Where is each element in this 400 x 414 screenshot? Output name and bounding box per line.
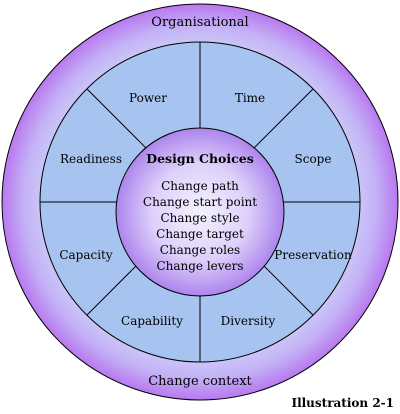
segment-divider — [263, 265, 314, 316]
segment-label-time: Time — [235, 91, 265, 105]
outer-ring-top-label: Organisational — [151, 15, 248, 30]
segment-divider — [86, 88, 147, 149]
center-item: Change style — [160, 211, 239, 225]
segment-label-preservation: Preservation — [274, 248, 352, 262]
segment-divider — [86, 265, 137, 316]
segment-label-power: Power — [129, 91, 167, 105]
segment-label-capability: Capability — [121, 314, 183, 328]
segment-label-capacity: Capacity — [59, 248, 113, 262]
segment-label-diversity: Diversity — [221, 314, 276, 328]
outer-ring-bottom-label: Change context — [148, 374, 252, 389]
segment-divider — [253, 88, 314, 149]
center-item: Change path — [161, 179, 239, 193]
center-title: Design Choices — [146, 151, 253, 166]
center-circle — [115, 127, 285, 297]
center-item: Change roles — [160, 243, 240, 257]
illustration-caption: Illustration 2-1 — [291, 396, 394, 410]
segment-label-scope: Scope — [295, 152, 332, 166]
center-item: Change start point — [143, 195, 257, 209]
segment-label-readiness: Readiness — [60, 152, 122, 166]
segment-dividers — [40, 42, 360, 362]
center-item: Change levers — [156, 259, 243, 273]
center-item: Change target — [156, 227, 244, 241]
